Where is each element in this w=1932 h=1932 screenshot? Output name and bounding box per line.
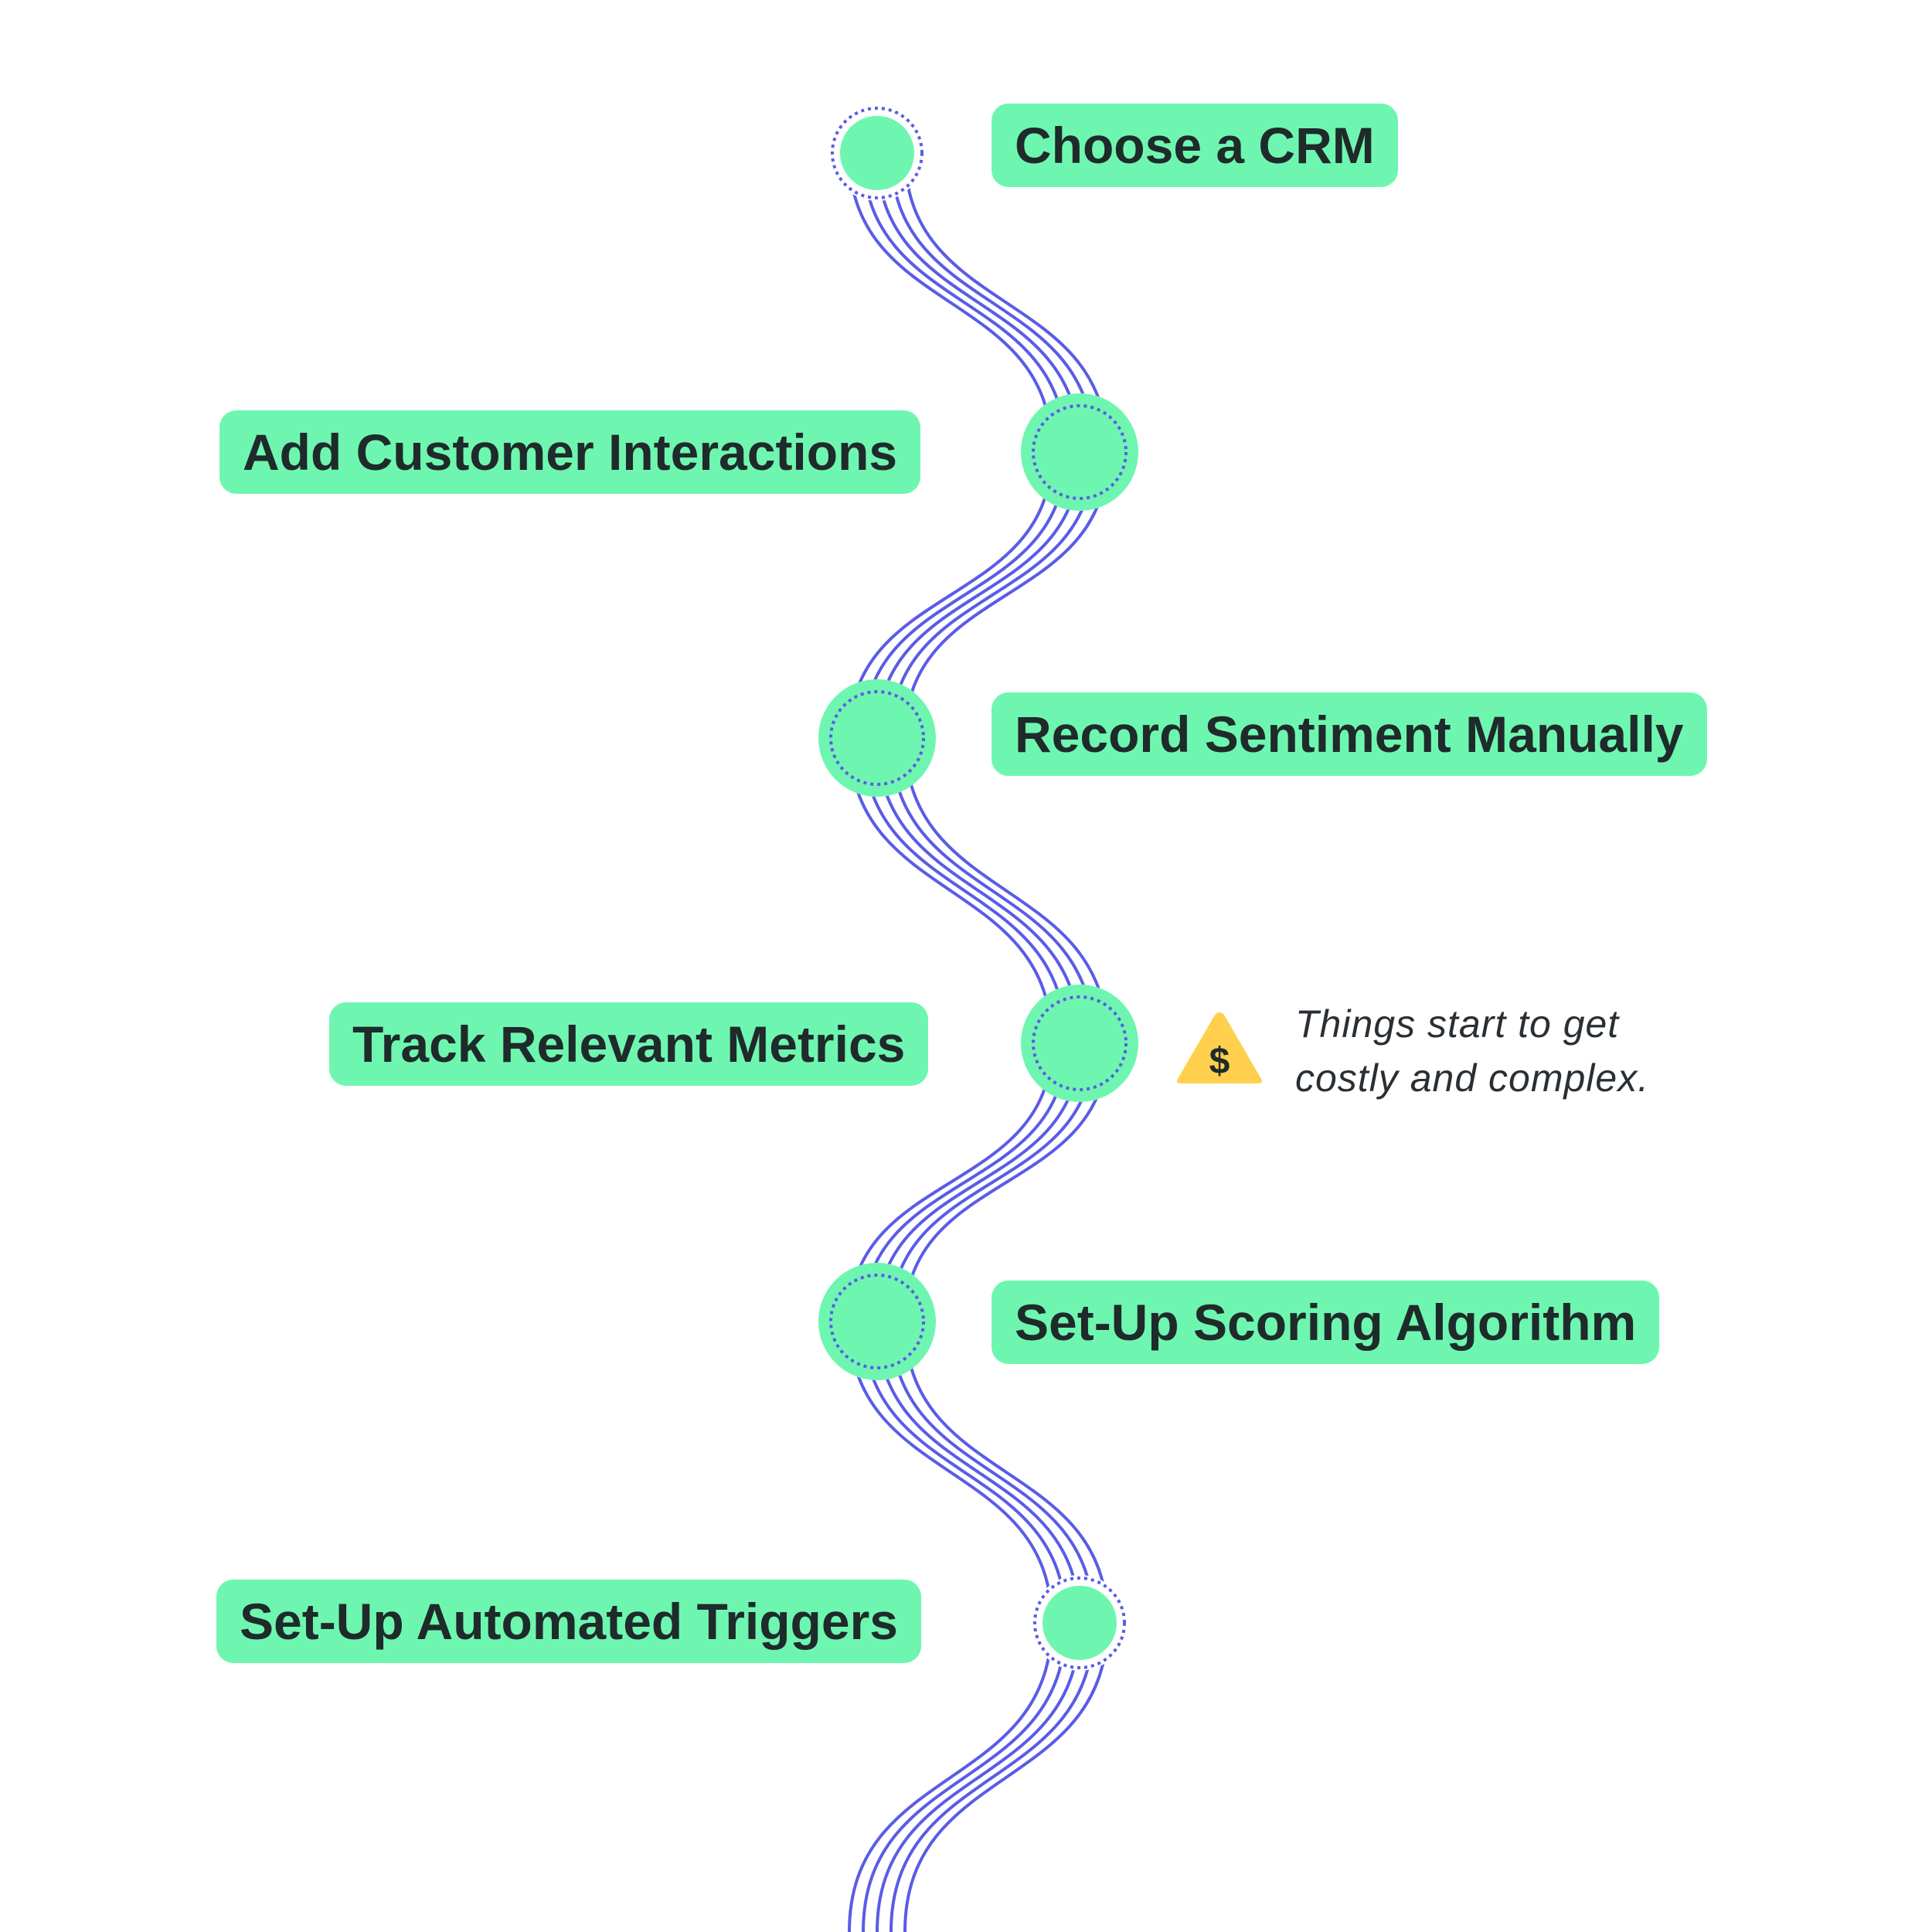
- step-node-3: [818, 679, 936, 797]
- step-node-2: [1021, 393, 1138, 511]
- step-node-1: [829, 105, 925, 201]
- note-line-1: Things start to get: [1295, 1002, 1620, 1046]
- step-label-choose-crm: Choose a CRM: [992, 104, 1398, 187]
- step-label-add-customer-interactions: Add Customer Interactions: [219, 410, 921, 494]
- step-node-6: [1032, 1575, 1128, 1671]
- dollar-glyph: $: [1209, 1041, 1230, 1082]
- step-label-record-sentiment: Record Sentiment Manually: [992, 692, 1707, 776]
- step-nodes: [818, 105, 1138, 1671]
- note-line-2: costly and complex.: [1295, 1056, 1650, 1100]
- step-label-scoring-algorithm: Set-Up Scoring Algorithm: [992, 1281, 1660, 1364]
- step-label-automated-triggers: Set-Up Automated Triggers: [216, 1580, 921, 1663]
- step-node-5: [818, 1263, 936, 1380]
- step-label-track-metrics: Track Relevant Metrics: [329, 1002, 929, 1086]
- warning-dollar-icon: $: [1175, 1009, 1264, 1087]
- step-node-4: [1021, 985, 1138, 1102]
- cost-warning-note: Things start to get costly and complex.: [1295, 997, 1728, 1105]
